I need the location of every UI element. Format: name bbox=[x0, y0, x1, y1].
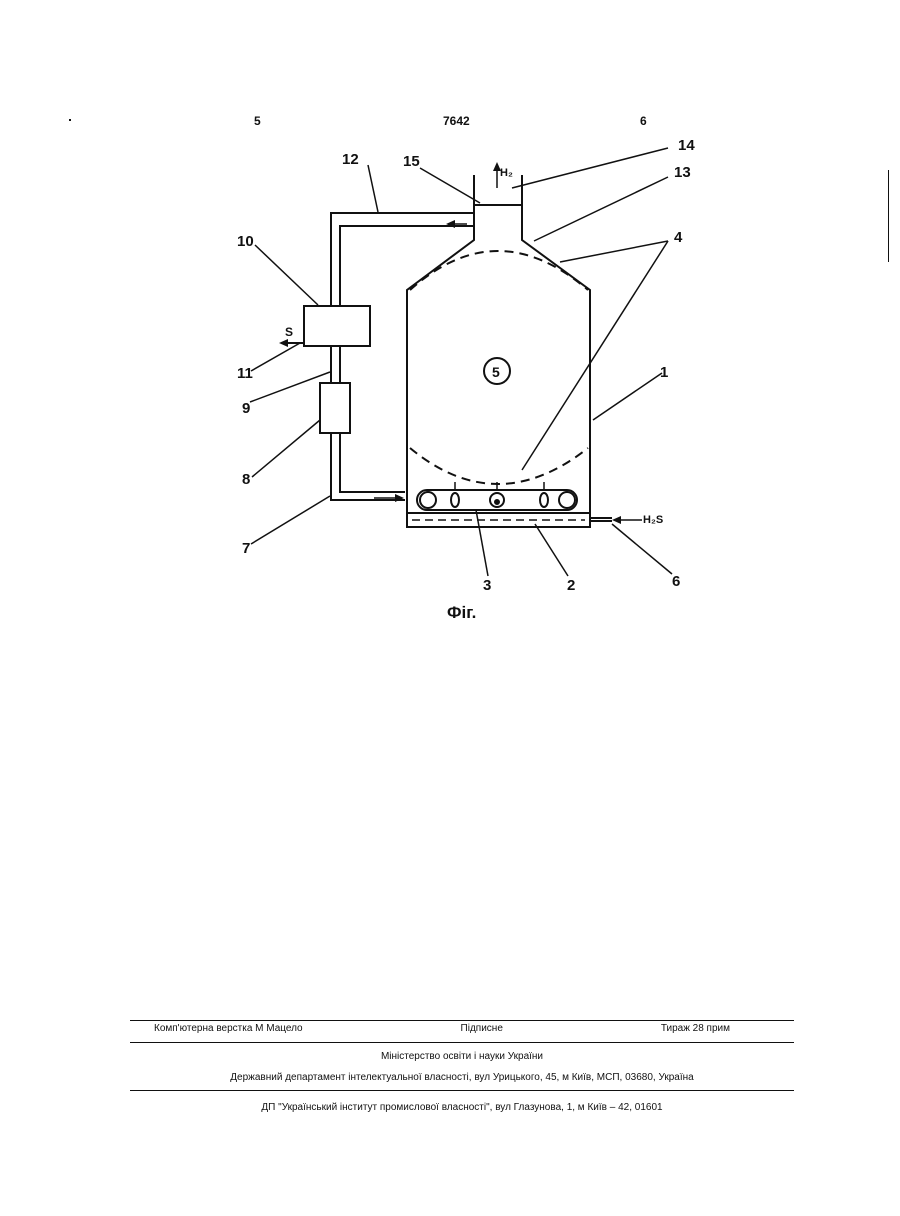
ministry-line: Міністерство освіти і науки України bbox=[130, 1051, 794, 1062]
label-3: 3 bbox=[483, 577, 491, 594]
apparatus-diagram: 1 2 3 4 5 6 7 8 9 10 11 12 13 14 15 H₂ H… bbox=[0, 0, 900, 640]
label-11: 11 bbox=[237, 365, 253, 382]
unit-8 bbox=[320, 383, 350, 433]
label-10: 10 bbox=[237, 233, 254, 250]
label-1: 1 bbox=[660, 364, 668, 381]
h2-label: H₂ bbox=[500, 167, 513, 179]
label-12: 12 bbox=[342, 151, 359, 168]
label-2: 2 bbox=[567, 577, 575, 594]
roller-right bbox=[559, 492, 575, 508]
label-4: 4 bbox=[674, 229, 683, 246]
figure-caption: Фіг. bbox=[447, 603, 476, 622]
label-5: 5 bbox=[492, 364, 500, 380]
h2s-label: H₂S bbox=[643, 514, 663, 526]
typesetting-credit: Комп'ютерна верстка М Мацело bbox=[154, 1023, 303, 1034]
label-13: 13 bbox=[674, 164, 691, 181]
circulation-note: Тираж 28 прим bbox=[661, 1023, 730, 1034]
label-7: 7 bbox=[242, 540, 250, 557]
s-label: S bbox=[285, 325, 293, 339]
separator-10 bbox=[304, 306, 370, 346]
footer-rule-2 bbox=[130, 1042, 794, 1043]
signed-note: Підписне bbox=[461, 1023, 503, 1034]
label-8: 8 bbox=[242, 471, 250, 488]
charge-top-arc bbox=[410, 251, 588, 290]
footer-rule-1 bbox=[130, 1020, 794, 1021]
footer-row-1: Комп'ютерна верстка М Мацело Підписне Ти… bbox=[130, 1023, 794, 1034]
charge-bottom-arc bbox=[410, 448, 588, 484]
label-15: 15 bbox=[403, 153, 420, 170]
footer-rule-3 bbox=[130, 1090, 794, 1091]
department-line: Державний департамент інтелектуальної вл… bbox=[130, 1072, 794, 1083]
label-14: 14 bbox=[678, 137, 695, 154]
institute-line: ДП "Український інститут промислової вла… bbox=[130, 1102, 794, 1113]
label-6: 6 bbox=[672, 573, 680, 590]
label-9: 9 bbox=[242, 400, 250, 417]
roller-left bbox=[420, 492, 436, 508]
